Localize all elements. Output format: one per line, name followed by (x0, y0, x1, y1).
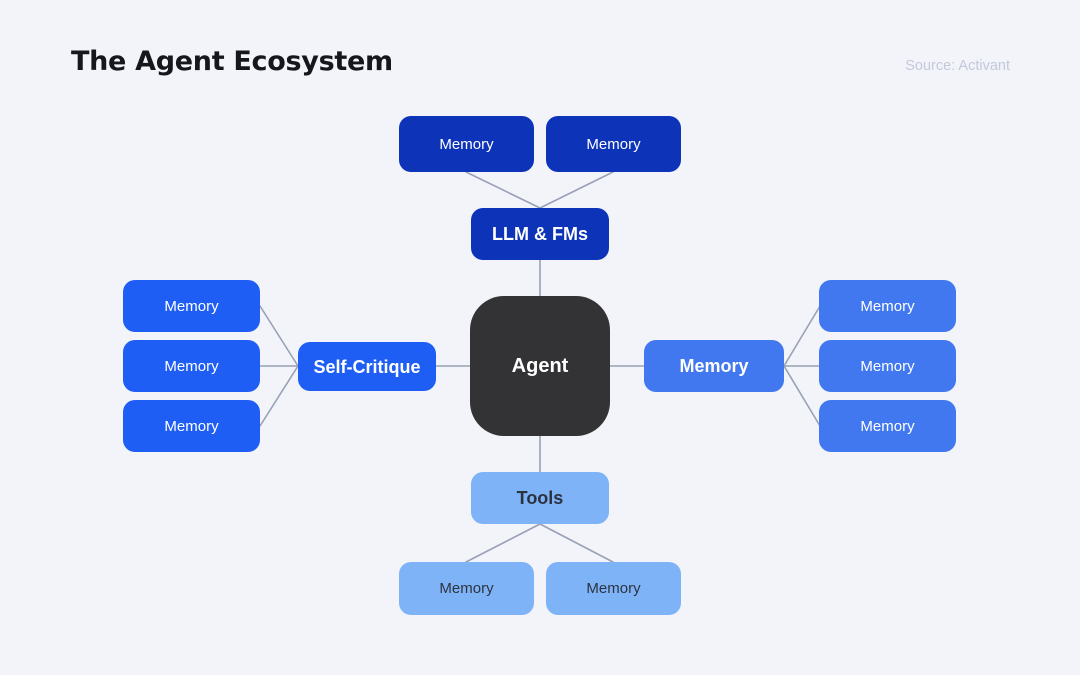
link-top-leaf-1 (539, 171, 614, 209)
node-label: Memory (164, 417, 219, 435)
node-tools[interactable]: Tools (471, 472, 609, 524)
node-label: Agent (511, 355, 569, 377)
node-right-memory-2[interactable]: Memory (819, 340, 956, 392)
node-label: Memory (439, 135, 494, 153)
node-label: Memory (164, 357, 219, 375)
link-bottom-leaf-0 (465, 523, 541, 563)
node-label: Memory (586, 580, 641, 597)
node-label: Memory (860, 297, 915, 315)
node-right-memory-3[interactable]: Memory (819, 400, 956, 452)
node-agent[interactable]: Agent (470, 296, 610, 436)
node-left-memory-3[interactable]: Memory (123, 400, 260, 452)
node-label: Memory (860, 357, 915, 375)
page-title: The Agent Ecosystem (71, 46, 393, 77)
link-right-leaf-0 (783, 305, 821, 367)
node-label: LLM & FMs (492, 224, 588, 244)
node-label: Memory (679, 356, 749, 376)
node-bottom-memory-2[interactable]: Memory (546, 562, 681, 615)
node-label: Memory (586, 135, 641, 153)
node-self-critique[interactable]: Self-Critique (298, 342, 436, 391)
node-left-memory-1[interactable]: Memory (123, 280, 260, 332)
node-left-memory-2[interactable]: Memory (123, 340, 260, 392)
node-label: Memory (164, 297, 219, 315)
node-right-memory-hub[interactable]: Memory (644, 340, 784, 392)
node-bottom-memory-1[interactable]: Memory (399, 562, 534, 615)
link-left-leaf-2 (259, 365, 299, 427)
node-label: Memory (439, 580, 494, 597)
source-attribution: Source: Activant (905, 58, 1010, 74)
link-bottom-leaf-1 (539, 523, 614, 563)
node-label: Memory (860, 417, 915, 435)
node-label: Self-Critique (313, 356, 421, 377)
node-llm-fms[interactable]: LLM & FMs (471, 208, 609, 260)
link-top-leaf-0 (465, 171, 541, 209)
node-top-memory-2[interactable]: Memory (546, 116, 681, 172)
node-top-memory-1[interactable]: Memory (399, 116, 534, 172)
link-right-leaf-2 (783, 365, 821, 427)
link-left-leaf-0 (259, 305, 299, 367)
node-label: Tools (516, 488, 564, 508)
node-right-memory-1[interactable]: Memory (819, 280, 956, 332)
